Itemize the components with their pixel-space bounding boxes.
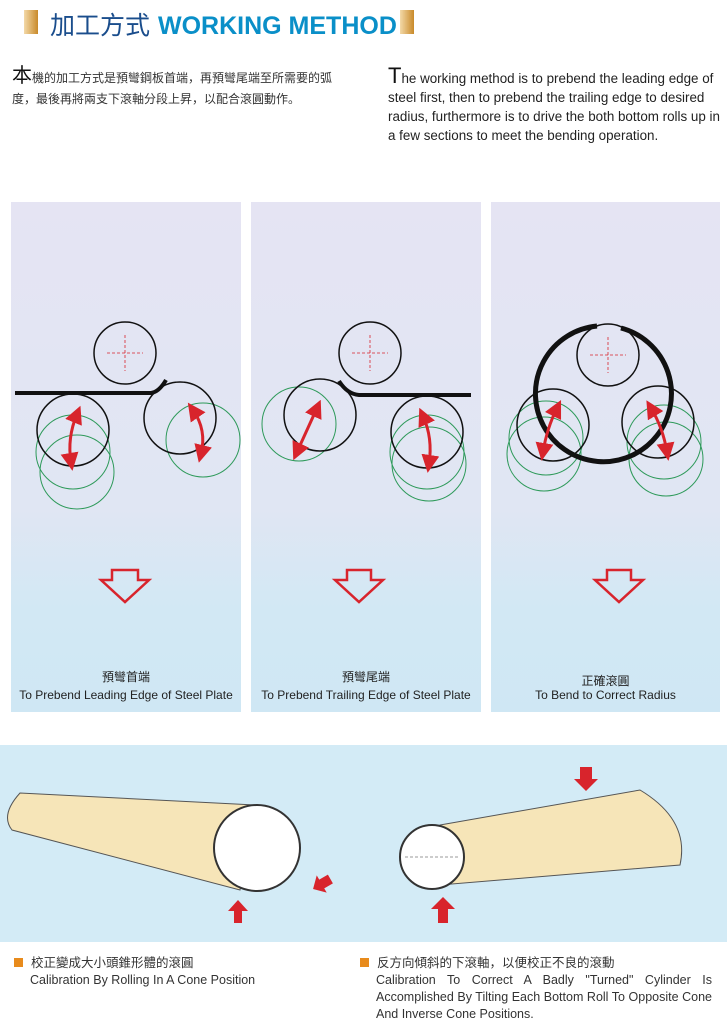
calibration-en: Calibration To Correct A Badly "Turned" … bbox=[376, 973, 712, 1021]
cone-cylinder-left bbox=[7, 792, 301, 892]
prebend-leading-diagram bbox=[15, 321, 241, 604]
down-arrow-icon bbox=[591, 568, 647, 604]
prebend-trailing-diagram bbox=[261, 321, 471, 604]
intro-en-text: he working method is to prebend the lead… bbox=[388, 71, 720, 143]
down-arrow-icon bbox=[331, 568, 387, 604]
title-bar-right bbox=[400, 10, 414, 34]
step-panel-2: 預彎尾端 To Prebend Trailing Edge of Steel P… bbox=[251, 202, 481, 712]
push-arrow-icon bbox=[313, 874, 333, 893]
dropcap: 本 bbox=[12, 65, 32, 87]
intro-en: The working method is to prebend the lea… bbox=[388, 63, 720, 145]
step-caption-en: To Prebend Leading Edge of Steel Plate bbox=[19, 688, 233, 702]
step-caption-zh: 正確滾圓 bbox=[581, 674, 630, 688]
bend-radius-diagram bbox=[506, 323, 704, 604]
step-caption-zh: 預彎尾端 bbox=[341, 670, 390, 684]
push-arrow-icon bbox=[431, 897, 455, 923]
dropcap: T bbox=[388, 63, 402, 88]
step-caption-zh: 預彎首端 bbox=[101, 670, 150, 684]
calibration-zh: 反方向傾斜的下滾軸，以便校正不良的滾動 bbox=[377, 956, 615, 970]
push-arrow-icon bbox=[574, 767, 598, 791]
step-panel-1: 預彎首端 To Prebend Leading Edge of Steel Pl… bbox=[11, 202, 241, 712]
down-arrow-icon bbox=[97, 568, 153, 604]
calibration-item-1: 校正變成大小頭錐形體的滾圓 Calibration By Rolling In … bbox=[14, 955, 344, 989]
title-bar-left bbox=[24, 10, 38, 34]
bullet-icon bbox=[14, 958, 23, 967]
step-caption-en: To Prebend Trailing Edge of Steel Plate bbox=[261, 688, 471, 702]
calibration-illustration bbox=[0, 745, 727, 942]
intro-zh-text: 機的加工方式是預彎鋼板首端，再預彎尾端至所需要的弧度，最後再將兩支下滾軸分段上昇… bbox=[12, 71, 333, 106]
intro-zh: 本機的加工方式是預彎鋼板首端，再預彎尾端至所需要的弧度，最後再將兩支下滾軸分段上… bbox=[12, 66, 352, 110]
calibration-en: Calibration By Rolling In A Cone Positio… bbox=[30, 973, 256, 987]
title-zh: 加工方式 bbox=[50, 12, 151, 40]
calibration-zh: 校正變成大小頭錐形體的滾圓 bbox=[31, 956, 194, 970]
tilted-cylinder-right bbox=[399, 789, 683, 890]
push-arrow-icon bbox=[228, 900, 248, 923]
calibration-item-2: 反方向傾斜的下滾軸，以便校正不良的滾動 Calibration To Corre… bbox=[360, 955, 712, 1023]
title-en: WORKING METHOD bbox=[158, 12, 397, 40]
step-caption-en: To Bend to Correct Radius bbox=[535, 688, 676, 702]
step-panel-3: 正確滾圓 To Bend to Correct Radius bbox=[491, 202, 720, 712]
bullet-icon bbox=[360, 958, 369, 967]
